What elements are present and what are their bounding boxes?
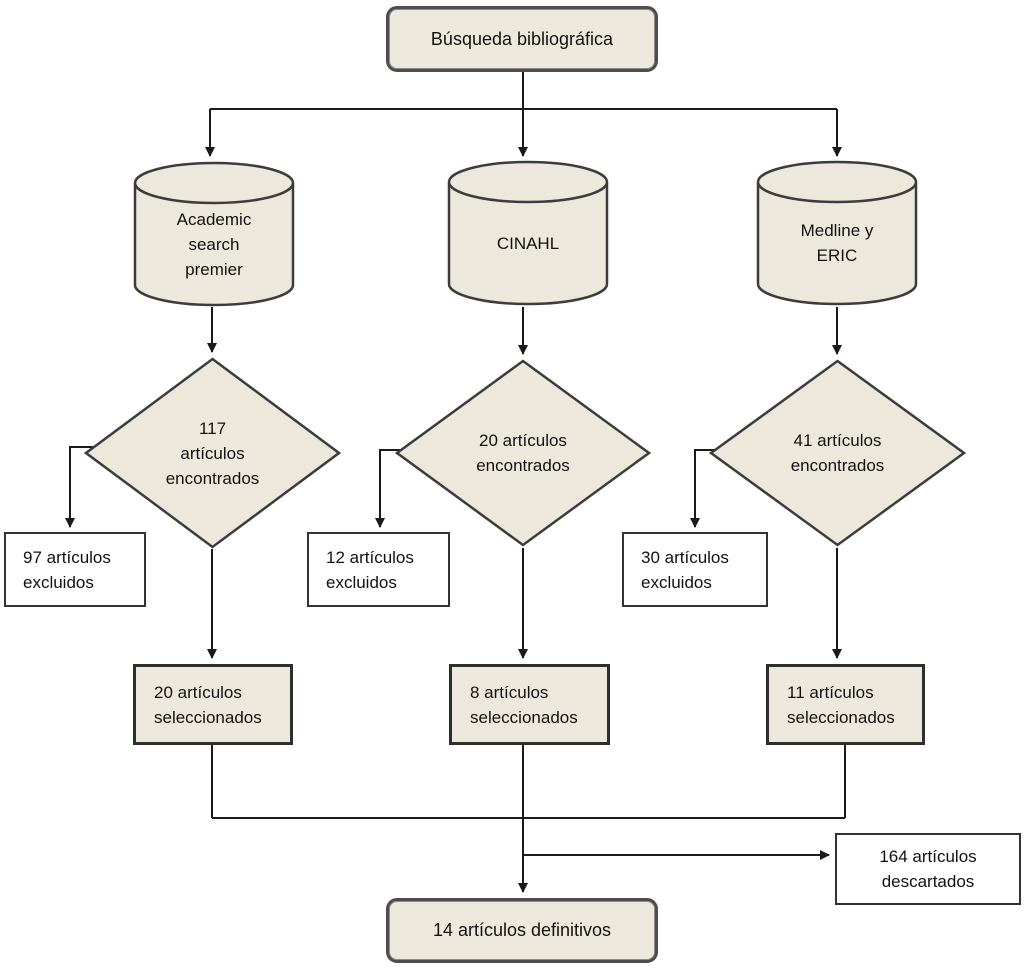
cylinder-body [447, 182, 609, 306]
discarded-label: 164 artículos descartados [879, 847, 977, 891]
start-node-label: Búsqueda bibliográfica [430, 28, 614, 49]
database-node-medline-eric: Medline y ERIC [756, 159, 918, 307]
diamond [709, 359, 966, 547]
selected-node-2: 8 artículos seleccionados [449, 664, 610, 745]
database-node-academic-search-premier: Academic search premier [133, 160, 295, 308]
database-node-cinahl: CINAHL [447, 159, 609, 307]
excluded-node-2: 12 artículos excluidos [307, 532, 450, 607]
excluded-label: 12 artículos excluidos [326, 547, 414, 592]
final-node: 14 artículos definitivos [386, 898, 658, 963]
excluded-node-3: 30 artículos excluidos [622, 532, 768, 607]
diamond-shape [395, 359, 651, 547]
diamond [84, 357, 341, 549]
diamond-shape [709, 359, 966, 547]
selected-node-3: 11 artículos seleccionados [766, 664, 925, 745]
excluded-label: 97 artículos excluidos [23, 547, 111, 592]
selected-label: 11 artículos seleccionados [787, 682, 895, 727]
excluded-node-1: 97 artículos excluidos [4, 532, 146, 607]
excluded-label: 30 artículos excluidos [641, 547, 729, 592]
discarded-node: 164 artículos descartados [835, 833, 1021, 905]
database-label: Medline y ERIC [800, 221, 874, 265]
found-node-1: 117 artículos encontrados [84, 357, 341, 549]
diamond [395, 359, 651, 547]
found-label: 20 artículos encontrados [476, 431, 570, 475]
connector-found-to-excluded-1 [65, 446, 94, 528]
selected-label: 8 artículos seleccionados [470, 682, 578, 727]
cylinder-top [756, 160, 918, 204]
connector-found-to-excluded-3 [690, 449, 717, 528]
cylinder-shape [447, 160, 609, 306]
cylinder-shape [756, 160, 918, 306]
final-node-label: 14 artículos definitivos [432, 920, 612, 940]
found-node-3: 41 artículos encontrados [709, 359, 966, 547]
selected-label: 20 artículos seleccionados [154, 682, 262, 727]
cylinder-top [447, 160, 609, 204]
selected-node-1: 20 artículos seleccionados [133, 664, 293, 745]
found-label: 117 artículos encontrados [165, 418, 260, 488]
cylinder-body [133, 183, 295, 307]
database-label: Academic search premier [176, 209, 252, 279]
found-node-2: 20 artículos encontrados [395, 359, 651, 547]
cylinder-top [133, 161, 295, 205]
cylinder-shape [133, 161, 295, 307]
database-label: CINAHL [496, 233, 560, 253]
diamond-shape [84, 357, 341, 549]
found-label: 41 artículos encontrados [790, 431, 885, 475]
connector-found-to-excluded-2 [375, 449, 404, 528]
start-node: Búsqueda bibliográfica [386, 6, 658, 72]
cylinder-body [756, 182, 918, 306]
